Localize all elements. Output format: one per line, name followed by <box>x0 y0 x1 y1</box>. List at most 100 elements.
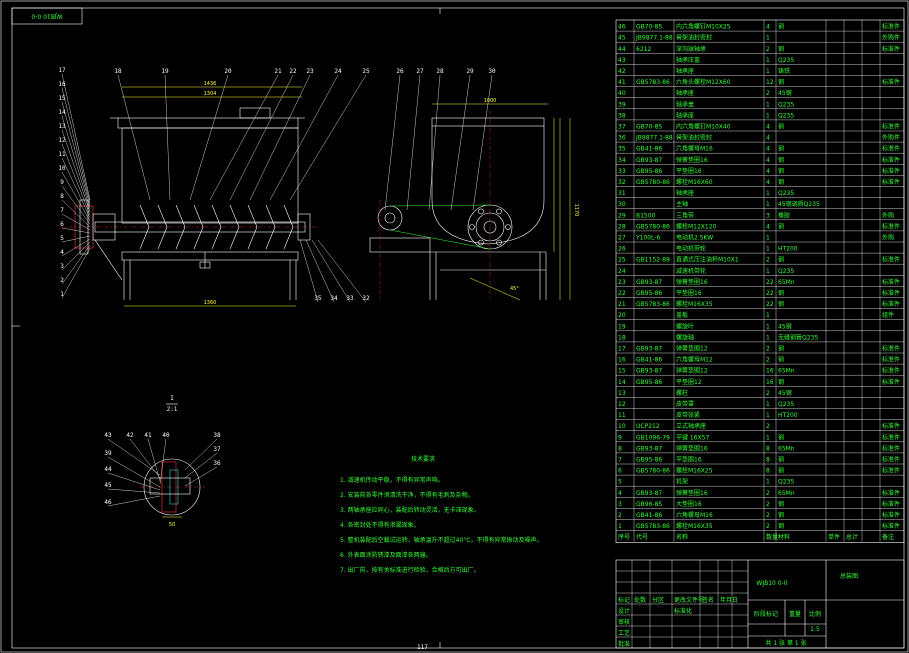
parts-cell: GB5780-86 <box>636 179 670 186</box>
parts-cell: GB93-87 <box>636 490 662 497</box>
stage-label: 阶段标记 <box>754 610 778 618</box>
bolt-hole <box>505 224 511 230</box>
leader-line <box>61 199 91 228</box>
parts-header-cell: 名称 <box>676 533 688 541</box>
parts-cell: 4 <box>766 157 770 164</box>
leader-line <box>61 73 91 201</box>
flight-segment <box>211 204 222 250</box>
parts-cell: 21 <box>618 301 626 308</box>
parts-cell: 骨架油封密封 <box>676 134 712 142</box>
callout-balloon: 32 <box>362 295 370 302</box>
parts-cell: 1 <box>766 101 770 108</box>
note-item: 5. 整机装配后空载试运转，轴承温升不超过40°C，不得有异常振动及噪声。 <box>340 536 542 544</box>
drawing-number: WJB10 0-0 <box>756 580 787 587</box>
parts-cell: 钢 <box>778 45 784 53</box>
parts-cell: 电动机2.5KW <box>676 234 713 242</box>
callout-balloon: 45 <box>104 482 112 489</box>
callout-balloon: 11 <box>58 151 66 158</box>
parts-cell: GB93-87 <box>636 346 662 353</box>
callout-balloon: 37 <box>213 446 221 453</box>
parts-cell: 弹簧垫圈12 <box>676 345 708 353</box>
parts-cell: 2 <box>766 46 770 53</box>
parts-cell: 4 <box>766 146 770 153</box>
leader-line <box>209 74 279 201</box>
bolt-hole <box>478 239 484 246</box>
parts-cell: 41 <box>618 79 626 86</box>
callout-balloon: 7 <box>60 207 64 214</box>
leader-line <box>317 239 367 303</box>
parts-cell: Q235 <box>778 401 794 408</box>
leader-line <box>159 438 167 485</box>
parts-cell: 38 <box>618 112 626 119</box>
parts-cell: 39 <box>618 101 626 108</box>
side-top-flange <box>431 117 545 127</box>
parts-cell: 31 <box>618 190 626 197</box>
leader-line <box>61 115 91 210</box>
leader-line <box>147 438 161 482</box>
parts-cell: 45钢 <box>778 89 792 97</box>
parts-cell: 标准件 <box>882 222 900 230</box>
callout-balloon: 38 <box>213 432 221 439</box>
parts-cell: 标准件 <box>882 356 900 364</box>
bolt-hole <box>496 208 502 215</box>
parts-cell: Q235 <box>778 112 794 119</box>
parts-cell: 标准件 <box>882 345 900 353</box>
parts-header-cell: 代号 <box>636 533 648 541</box>
parts-cell: 8 <box>618 445 622 452</box>
parts-cell: 19 <box>618 323 626 330</box>
parts-cell: 钢 <box>778 433 784 441</box>
cover-plate <box>239 107 271 119</box>
parts-cell: 大垫圈16 <box>676 500 702 508</box>
parts-cell: 螺栓M16X35 <box>676 300 713 308</box>
callout-balloon: 24 <box>334 68 342 75</box>
parts-cell: 30 <box>618 201 626 208</box>
title-block-label: 更改文件号 <box>674 596 704 604</box>
parts-cell: 14 <box>618 379 626 386</box>
parts-cell: Q235 <box>778 190 794 197</box>
parts-cell: 8 <box>766 445 770 452</box>
parts-cell: 40 <box>618 90 626 97</box>
parts-cell: 机架 <box>676 478 688 486</box>
parts-cell: 三角带 <box>676 211 694 219</box>
callout-balloon: 26 <box>396 68 404 75</box>
leader-line <box>61 244 91 285</box>
dim-bottom-span: 1360 <box>204 300 217 306</box>
parts-cell: 标准件 <box>882 278 900 286</box>
parts-cell: 12 <box>618 401 626 408</box>
parts-cell: 1 <box>766 235 770 242</box>
parts-cell: GB70-85 <box>636 24 662 31</box>
parts-cell: 螺栓M16X60 <box>676 178 713 186</box>
parts-cell: 盖板 <box>676 311 688 319</box>
parts-cell: 16 <box>618 357 626 364</box>
leader-line <box>61 241 91 271</box>
parts-cell: 16 <box>766 379 774 386</box>
leader-line <box>107 438 161 476</box>
parts-cell: 铸铁 <box>778 67 790 75</box>
dim-detail-width: 50 <box>169 522 175 528</box>
parts-cell: 标准件 <box>882 145 900 153</box>
leader-line <box>61 213 91 231</box>
parts-cell: Y100L-6 <box>635 235 661 242</box>
title-block-label: 签名 <box>702 596 714 604</box>
flight-segment <box>193 204 204 250</box>
parts-cell: 弹簧垫圈16 <box>676 444 708 452</box>
parts-cell: 直通式压注油杯M10X1 <box>676 256 739 264</box>
title-block-role: 设计 <box>618 607 630 615</box>
callout-balloon: 19 <box>161 68 169 75</box>
parts-cell: 6 <box>618 468 622 475</box>
callout-balloon: 28 <box>436 68 444 75</box>
callout-balloon: 17 <box>58 67 66 74</box>
parts-cell: 44 <box>618 46 626 53</box>
parts-cell: 标准件 <box>882 156 900 164</box>
parts-cell: 2 <box>766 423 770 430</box>
parts-cell: GB93-87 <box>636 157 662 164</box>
belt-bottom <box>389 229 491 250</box>
parts-cell: 轴承座 <box>676 89 694 97</box>
parts-cell: GB1096-79 <box>636 434 670 441</box>
